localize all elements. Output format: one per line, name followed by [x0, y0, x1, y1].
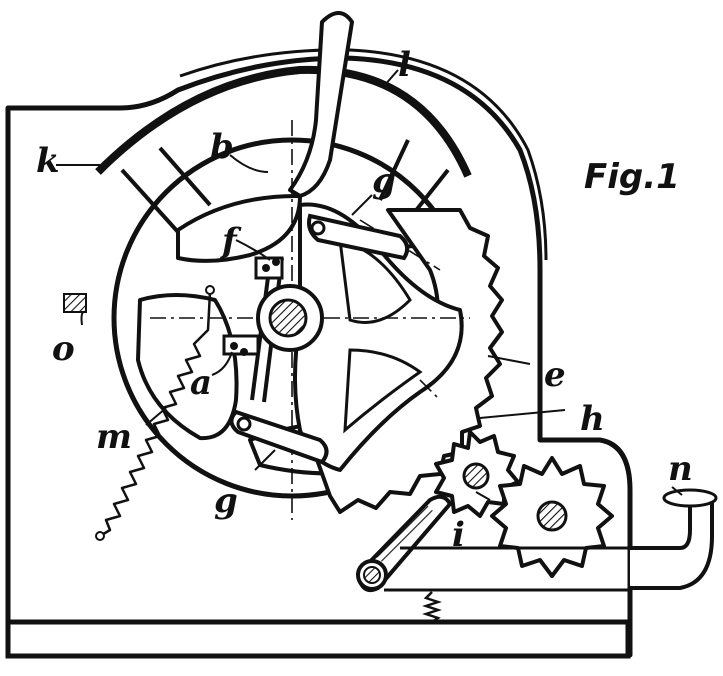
label-n: n [668, 449, 693, 489]
bottom-spring [422, 591, 442, 624]
label-k: k [36, 141, 60, 181]
spring-m [99, 291, 212, 538]
label-m: m [96, 417, 132, 457]
figure-title: Fig.1 [584, 157, 680, 197]
cover-band-l [179, 48, 548, 261]
crank-arm-hatch [376, 504, 434, 564]
pawl-a [222, 334, 260, 356]
upper-spoke-left [120, 146, 212, 234]
stop-block-o [63, 293, 87, 313]
large-gear-axle [536, 500, 568, 532]
housing-outline [5, 55, 633, 658]
label-l: l [398, 45, 411, 85]
leader-lines [56, 69, 683, 501]
label-g-lower: g [214, 481, 238, 521]
label-f: f [220, 221, 242, 261]
crank-pivot-pin [363, 566, 381, 584]
label-g-upper: g [372, 161, 396, 201]
label-e: e [544, 355, 566, 395]
cover-arc-k [95, 65, 472, 178]
label-i: i [452, 515, 465, 555]
wheel-window-upper [176, 193, 302, 263]
handle-n-cap [662, 488, 718, 508]
label-o: o [52, 329, 75, 369]
link-g-upper [307, 213, 410, 261]
label-a: a [190, 363, 212, 403]
link-g-lower [229, 409, 329, 465]
pinion-i-axle [462, 462, 490, 490]
handle-n [630, 498, 714, 590]
base-plate [5, 619, 631, 659]
spring-end-lower [95, 531, 105, 541]
spring-end-upper [205, 285, 215, 295]
label-b: b [210, 127, 234, 167]
label-h: h [580, 399, 605, 439]
pawl-f [254, 256, 284, 280]
frame-line-lower [384, 546, 630, 592]
axle-hub [268, 298, 308, 338]
lever-arm [288, 11, 354, 198]
